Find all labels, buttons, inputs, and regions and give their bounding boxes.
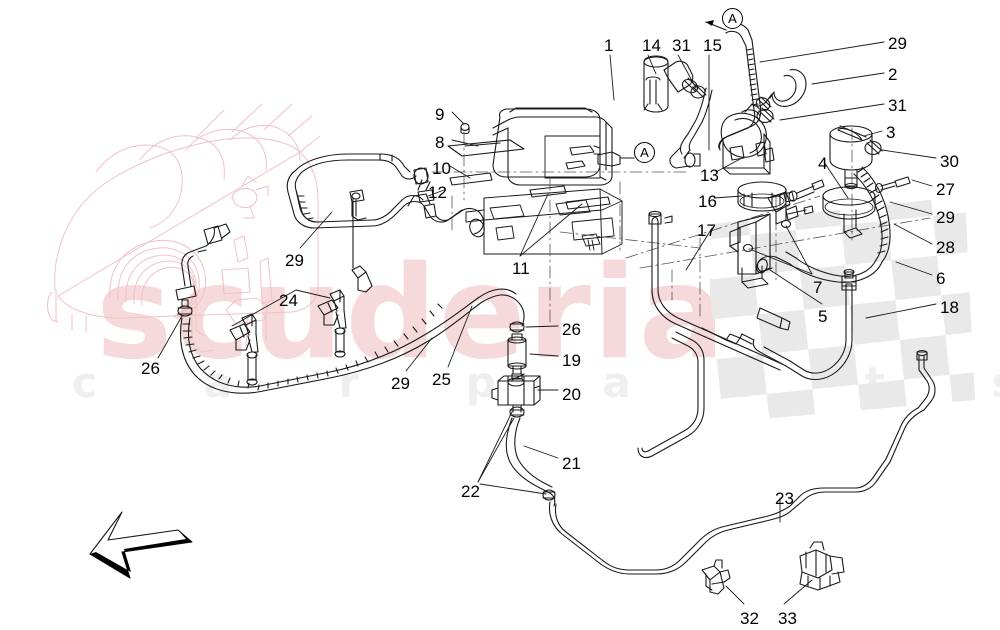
bracket-clip-left-upper xyxy=(349,189,373,293)
part-8-plate xyxy=(447,139,525,157)
part-number-33: 33 xyxy=(778,609,797,628)
part-16-screw xyxy=(788,179,825,202)
part-number-1: 1 xyxy=(604,36,614,55)
part-26-connector-left xyxy=(175,285,197,317)
part-number-9: 9 xyxy=(435,105,445,124)
part-27-screw xyxy=(874,176,911,194)
part-4-ring xyxy=(822,186,876,239)
part-23-lower-pipe xyxy=(548,349,936,575)
part-13-valve-body xyxy=(720,109,775,175)
part-number-18: 18 xyxy=(940,298,959,317)
part-29-corrugated-lower-left xyxy=(179,288,525,394)
part-9-nut xyxy=(460,123,470,135)
part-29-corrugated-hose-top xyxy=(705,20,762,151)
part-number-7: 7 xyxy=(813,278,823,297)
part-20-valve xyxy=(491,373,541,418)
part-29-corrugated-left xyxy=(295,189,317,223)
part-number-20: 20 xyxy=(562,385,581,404)
part-number-29: 29 xyxy=(285,251,304,270)
part-30-clip xyxy=(864,139,883,156)
part-26-manifold-connection xyxy=(181,223,231,287)
part-14-cylinder xyxy=(643,55,669,113)
part-number-28: 28 xyxy=(936,238,955,257)
part-number-29: 29 xyxy=(888,34,907,53)
callout-letter-a-1: A xyxy=(634,142,655,163)
part-number-6: 6 xyxy=(936,269,946,288)
part-17-lower-pipe xyxy=(637,331,705,459)
part-3-reservoir xyxy=(829,125,873,190)
part-number-14: 14 xyxy=(642,36,661,55)
part-number-27: 27 xyxy=(936,180,955,199)
canister-support-bracket xyxy=(465,188,623,255)
part-26-connector-mid xyxy=(509,321,525,333)
part-24-clips xyxy=(229,289,347,386)
part-number-26: 26 xyxy=(562,320,581,339)
part-29-corrugated-right xyxy=(853,166,891,263)
part-number-26: 26 xyxy=(141,359,160,378)
part-number-29: 29 xyxy=(936,208,955,227)
part-number-5: 5 xyxy=(818,307,828,326)
part-number-29: 29 xyxy=(391,374,410,393)
part-number-13: 13 xyxy=(700,166,719,185)
part-number-19: 19 xyxy=(562,351,581,370)
part-number-2: 2 xyxy=(888,65,898,84)
part-32-clip xyxy=(701,559,731,595)
part-15-hose xyxy=(669,87,713,169)
part-number-23: 23 xyxy=(775,489,794,508)
part-number-24: 24 xyxy=(279,291,298,310)
part-number-21: 21 xyxy=(562,454,581,473)
part-number-3: 3 xyxy=(886,123,896,142)
part-number-17: 17 xyxy=(697,221,716,240)
part-number-32: 32 xyxy=(740,609,759,628)
part-number-11: 11 xyxy=(512,259,530,278)
part-number-16: 16 xyxy=(698,192,717,211)
part-number-10: 10 xyxy=(432,159,451,178)
part-19-filter xyxy=(507,333,527,380)
part-21-hose xyxy=(505,417,556,507)
part-number-4: 4 xyxy=(818,154,828,173)
intake-manifold-ghost xyxy=(47,103,321,353)
part-number-31: 31 xyxy=(672,36,691,55)
part-16-ring-clamp xyxy=(737,181,795,212)
part-number-30: 30 xyxy=(940,152,959,171)
part-33-clip xyxy=(799,541,845,591)
canister-assembly xyxy=(492,107,635,186)
callout-letter-a-0: A xyxy=(722,8,743,29)
part-17-pipe xyxy=(648,210,791,371)
part-number-31: 31 xyxy=(888,96,907,115)
leader-lines xyxy=(157,41,937,605)
part-31-clip-mid xyxy=(756,107,775,124)
part-10-strap xyxy=(449,172,493,186)
part-number-8: 8 xyxy=(435,133,445,152)
part-number-12: 12 xyxy=(428,183,447,202)
part-12-hose-junction xyxy=(286,153,485,238)
part-number-15: 15 xyxy=(703,36,722,55)
part-number-25: 25 xyxy=(432,370,451,389)
part-number-22: 22 xyxy=(461,482,480,501)
